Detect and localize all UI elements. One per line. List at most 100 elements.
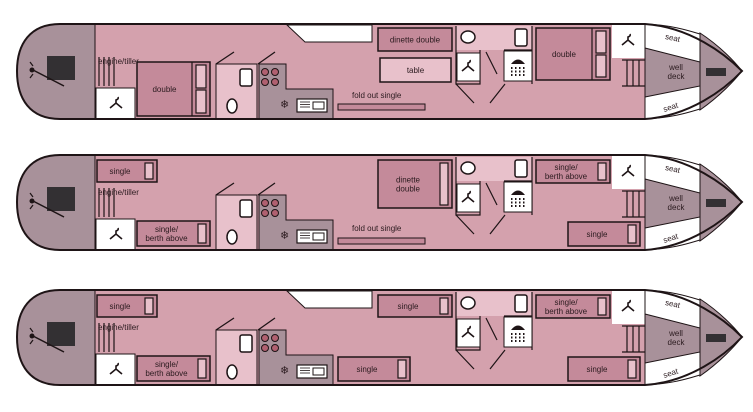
pillow-icon xyxy=(597,162,607,181)
hanger-icon xyxy=(461,190,475,203)
pillow-icon xyxy=(144,297,154,315)
shower xyxy=(503,50,533,82)
bed-frame xyxy=(379,57,452,83)
shower-water-icon xyxy=(511,340,513,342)
hob-ring-icon xyxy=(271,344,279,352)
hob-ring-icon xyxy=(271,199,279,207)
pillow-icon xyxy=(144,162,154,180)
pillow-icon xyxy=(397,359,407,379)
tiller-pivot-icon xyxy=(29,198,35,204)
shower-water-icon xyxy=(515,67,517,69)
hanger-icon xyxy=(109,362,123,375)
sink-bowl-icon xyxy=(312,232,325,241)
basin-icon xyxy=(514,28,528,47)
hob-ring-icon xyxy=(271,78,279,86)
fold-out-single-label: fold out single xyxy=(352,224,402,233)
pillow-icon xyxy=(195,89,207,114)
sink-icon xyxy=(296,364,328,379)
tiller-icon xyxy=(32,200,65,218)
pillow-icon xyxy=(627,359,637,379)
fold-out-single-bed xyxy=(337,237,426,245)
steps-icon xyxy=(622,190,645,218)
bed-frame xyxy=(535,159,611,184)
shower-water-icon xyxy=(519,198,521,200)
bed-label: single/ xyxy=(554,298,578,307)
engine-block xyxy=(47,187,75,211)
shower-water-icon xyxy=(523,340,525,342)
tiller-arrows-icon xyxy=(29,192,34,210)
bed-label: single xyxy=(110,167,131,176)
hob-ring-icon xyxy=(261,209,269,217)
bed: single/berth above xyxy=(535,159,611,184)
bed: single xyxy=(567,221,641,247)
hob-ring-icon xyxy=(261,334,269,342)
pillow-icon xyxy=(195,64,207,89)
shower-head-icon xyxy=(511,325,525,330)
shower-water-icon xyxy=(511,336,513,339)
shower-water-icon xyxy=(515,201,517,204)
bed-frame xyxy=(535,294,611,319)
shower-water-icon xyxy=(523,336,525,339)
door xyxy=(485,51,498,75)
shower-water-icon xyxy=(523,333,525,335)
pillow-icon xyxy=(595,54,607,78)
bow-hatch xyxy=(706,199,726,207)
bed: double xyxy=(535,27,611,81)
engine-tiller-label: engine/tiller xyxy=(98,323,139,332)
hanger-icon xyxy=(621,164,635,177)
toilet-icon xyxy=(226,229,238,245)
hob-ring-icon xyxy=(261,344,269,352)
fridge-snowflake-icon: ❄ xyxy=(280,365,289,377)
toilet-icon xyxy=(226,364,238,380)
basin-icon xyxy=(239,199,253,218)
bed-frame xyxy=(377,27,453,52)
shower-water-icon xyxy=(523,70,525,73)
pillow-icon xyxy=(595,30,607,54)
pillow-icon xyxy=(439,162,449,206)
hob-ring-icon xyxy=(261,199,269,207)
shower-water-icon xyxy=(515,74,517,76)
bed-label: table xyxy=(407,66,425,75)
hob-ring-icon xyxy=(271,209,279,217)
engine-block xyxy=(47,322,75,346)
hob-ring-icon xyxy=(261,78,269,86)
basin-icon xyxy=(514,294,528,313)
shower-water-icon xyxy=(523,198,525,200)
well-deck-label: well xyxy=(668,63,683,72)
hanger-icon xyxy=(109,96,123,109)
shower-water-icon xyxy=(515,336,517,339)
shower-water-icon xyxy=(511,74,513,76)
shower-water-icon xyxy=(523,74,525,76)
seat-label: seat xyxy=(664,298,681,310)
shower-water-icon xyxy=(519,340,521,342)
door xyxy=(485,182,498,206)
pillow-icon xyxy=(627,224,637,244)
door xyxy=(215,317,276,331)
shower xyxy=(503,316,533,348)
bed-label: berth above xyxy=(545,307,588,316)
fridge-snowflake-icon: ❄ xyxy=(280,99,289,111)
wardrobe xyxy=(612,25,645,58)
wardrobe xyxy=(612,291,645,324)
bed-frame xyxy=(96,294,158,318)
hanger-icon xyxy=(621,33,635,46)
bed-label: double xyxy=(552,50,577,59)
wardrobe xyxy=(612,156,645,189)
pillow-icon xyxy=(197,223,207,244)
bow-hatch xyxy=(706,68,726,76)
hob-ring-icon xyxy=(271,334,279,342)
bed-label: single xyxy=(110,302,131,311)
toilet-icon xyxy=(226,98,238,114)
bed: single xyxy=(337,356,411,382)
shower-water-icon xyxy=(519,205,521,207)
bed: dinette double xyxy=(377,27,453,52)
well-deck-label: deck xyxy=(668,72,686,81)
steps-icon xyxy=(622,59,645,87)
shower-water-icon xyxy=(515,333,517,335)
tiller-icon xyxy=(32,335,65,353)
hull-outline xyxy=(15,23,744,120)
shower-water-icon xyxy=(519,333,521,335)
hanger-icon xyxy=(461,325,475,338)
